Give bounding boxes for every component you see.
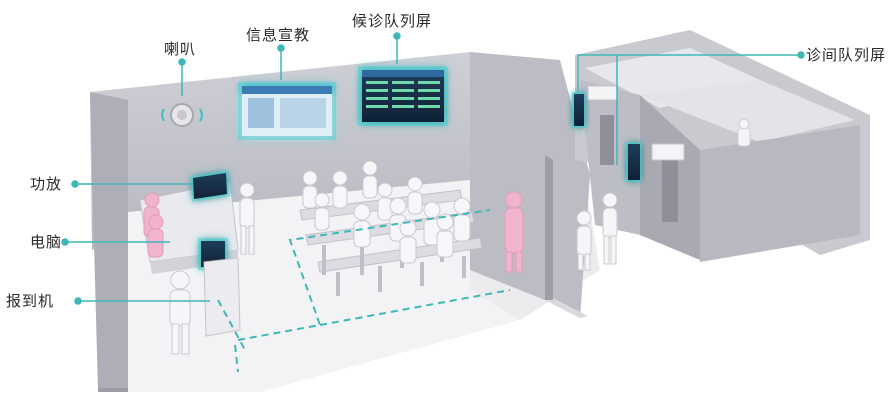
speaker-label: 喇叭	[164, 40, 197, 58]
left-wall-front	[98, 388, 128, 392]
clinic-queue-screen-2	[626, 142, 642, 182]
staff-figures	[143, 191, 524, 273]
waiting-queue-screen-label: 候诊队列屏	[352, 12, 433, 30]
door-sign-1	[587, 85, 619, 101]
clinic-inner-wall-1	[585, 48, 760, 108]
speaker-device	[161, 103, 203, 127]
clinic-door-1	[600, 115, 614, 165]
door-sign-2	[651, 143, 685, 161]
patient-figures	[169, 182, 618, 355]
clinic-inner-wall-2	[640, 80, 855, 142]
clinic-door-2	[662, 160, 678, 222]
info-display-label: 信息宣教	[246, 26, 311, 44]
computer-label: 电脑	[30, 233, 63, 251]
check-in-kiosk	[203, 257, 241, 337]
amplifier-label: 功放	[30, 175, 63, 193]
partition-edge	[545, 298, 588, 318]
amplifier-monitor	[190, 170, 230, 202]
callout-leaders	[61, 32, 805, 305]
waiting-queue-screen	[358, 66, 448, 126]
clinic-doctor	[737, 127, 751, 147]
seated-patients	[302, 160, 471, 264]
clinic-queue-screen-label: 诊间队列屏	[806, 46, 887, 64]
partition-wall	[470, 52, 590, 318]
clinic-right-wall	[700, 125, 860, 262]
check-in-kiosk-label: 报到机	[6, 292, 55, 310]
info-display-screen	[238, 82, 336, 140]
partition-front	[545, 155, 553, 300]
clinic-queue-screen-1	[572, 92, 586, 128]
network-dashed-lines	[217, 209, 511, 373]
